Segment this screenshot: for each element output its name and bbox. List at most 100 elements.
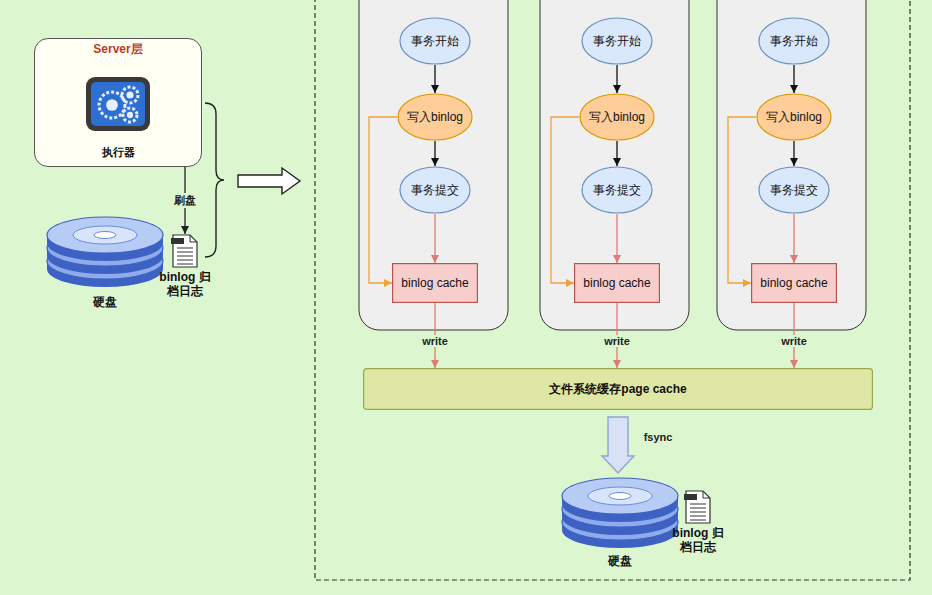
- gear-hub: [127, 112, 133, 118]
- cache-box: binlog cache: [392, 263, 478, 303]
- node-label: binlog cache: [760, 276, 827, 290]
- file-line: [690, 511, 706, 512]
- rect-shape: [393, 264, 478, 303]
- file-line: [690, 515, 706, 516]
- node-label: 事务提交: [411, 183, 459, 197]
- connector: [616, 214, 617, 263]
- ellipse-shape: [759, 18, 829, 64]
- node-label: 事务开始: [770, 34, 818, 48]
- file-line: [177, 259, 193, 260]
- connector: [728, 117, 756, 283]
- connector: [793, 65, 794, 93]
- process-ellipse: 写入binlog: [397, 93, 473, 141]
- platter-ring: [588, 487, 652, 505]
- gear: [123, 108, 137, 122]
- file-line: [690, 507, 706, 508]
- file-icon: [684, 490, 712, 524]
- ellipse-shape: [582, 18, 652, 64]
- file-fold: [703, 491, 710, 498]
- binlog-file: binlog 归档日志: [155, 234, 215, 299]
- gear-hub: [126, 91, 133, 98]
- connector: [551, 117, 579, 283]
- ellipse-shape: [757, 94, 831, 140]
- connector-label: write: [778, 335, 810, 347]
- connector: [369, 117, 397, 283]
- node-label: 执行器: [35, 146, 201, 159]
- file-line: [690, 503, 706, 504]
- connector: [434, 65, 435, 93]
- gear: [99, 92, 125, 118]
- layer-title: Server层: [35, 42, 201, 56]
- process-ellipse: 事务开始: [399, 17, 471, 65]
- connector-label: write: [601, 335, 633, 347]
- connector: [434, 141, 435, 166]
- process-ellipse: 事务提交: [581, 166, 653, 214]
- platter-ring: [73, 226, 137, 244]
- file-line: [177, 247, 193, 248]
- connector-label: fsync: [641, 431, 676, 443]
- ellipse-shape: [582, 167, 652, 213]
- process-ellipse: 写入binlog: [756, 93, 832, 141]
- disk-icon: [560, 476, 680, 550]
- node-label: binlog cache: [583, 276, 650, 290]
- node-label: 写入binlog: [766, 110, 822, 124]
- gear-hub: [106, 99, 118, 111]
- connector: [616, 65, 617, 93]
- connector: [616, 141, 617, 166]
- executor-icon: [86, 77, 150, 131]
- connector-label: 刷盘: [171, 193, 199, 208]
- node-label: 事务提交: [770, 183, 818, 197]
- platter-top: [562, 478, 678, 514]
- ellipse-shape: [398, 94, 472, 140]
- rect-shape: [575, 264, 660, 303]
- platter-hole: [609, 493, 631, 500]
- connector: [434, 214, 435, 263]
- process-ellipse: 事务提交: [399, 166, 471, 214]
- ellipse-shape: [759, 167, 829, 213]
- node-label: binlog 归档日志: [155, 234, 215, 299]
- node-label: 硬盘: [555, 554, 685, 568]
- transaction-panel: [540, 0, 689, 330]
- file-line: [177, 251, 193, 252]
- page-cache-band: 文件系统缓存page cache: [363, 368, 873, 410]
- gear: [122, 87, 138, 103]
- connector: [793, 214, 794, 263]
- platter-hole: [94, 232, 116, 239]
- hollow-arrow: [238, 168, 300, 194]
- server-layer-box: Server层执行器: [34, 38, 202, 167]
- fsync-arrow: [602, 417, 634, 473]
- file-line: [177, 255, 193, 256]
- ellipse-shape: [400, 18, 470, 64]
- node-label: 硬盘: [40, 295, 170, 309]
- file-line: [690, 519, 706, 520]
- transaction-panel: [359, 0, 508, 330]
- cache-box: binlog cache: [574, 263, 660, 303]
- node-label: 写入binlog: [407, 110, 463, 124]
- platter-top: [47, 217, 163, 253]
- node-label: binlog cache: [401, 276, 468, 290]
- ellipse-shape: [400, 167, 470, 213]
- cache-box: binlog cache: [751, 263, 837, 303]
- disk: 硬盘: [40, 215, 170, 309]
- file-icon: [171, 234, 199, 268]
- node-label: 文件系统缓存page cache: [549, 382, 686, 396]
- file-line: [177, 263, 193, 264]
- node-label: binlog 归档日志: [667, 490, 729, 555]
- process-ellipse: 事务开始: [758, 17, 830, 65]
- disk: 硬盘: [555, 476, 685, 568]
- process-ellipse: 事务开始: [581, 17, 653, 65]
- rect-shape: [752, 264, 837, 303]
- process-ellipse: 事务提交: [758, 166, 830, 214]
- file-tag: [684, 494, 697, 500]
- icon-frame: [86, 77, 150, 131]
- transaction-panel: [717, 0, 866, 330]
- node-label: 事务开始: [593, 34, 641, 48]
- node-label: 事务开始: [411, 34, 459, 48]
- node-label: 事务提交: [593, 183, 641, 197]
- file-fold: [190, 235, 197, 242]
- rect-shape: [364, 369, 873, 410]
- file-tag: [171, 238, 184, 244]
- icon-screen: [91, 82, 145, 126]
